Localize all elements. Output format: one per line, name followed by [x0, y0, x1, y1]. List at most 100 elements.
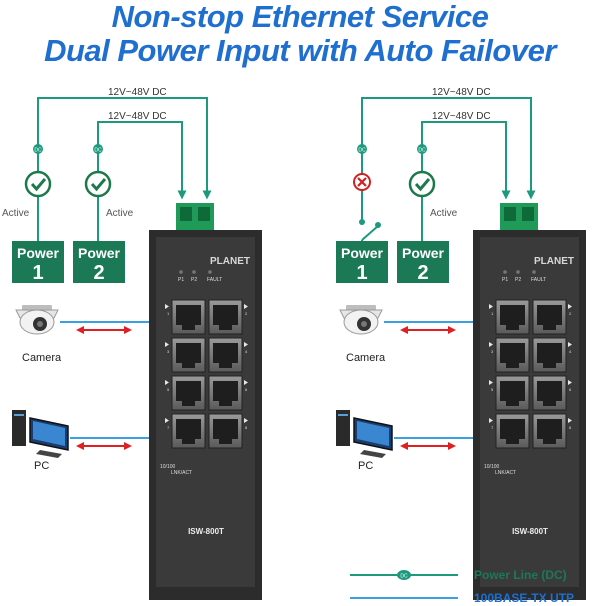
- lnk-act-label: LNK/ACT: [495, 470, 516, 476]
- svg-text:P1: P1: [178, 277, 184, 283]
- rj45-port: 5: [165, 375, 206, 411]
- pc-label: PC: [358, 460, 373, 472]
- port-led: [165, 304, 169, 309]
- port-led: [489, 418, 493, 423]
- led-fault: FAULT: [531, 270, 546, 283]
- rj45-port: 5: [489, 375, 530, 411]
- scenario-both-active: 12V~48V DC 12V~48V DC DC DC Active Activ: [2, 87, 262, 600]
- rj45-port: 3: [165, 337, 206, 373]
- check-circle-icon: [24, 170, 52, 198]
- port-grid: 1 2 3 4 5 6 7 8: [165, 299, 248, 449]
- pc-icon: [336, 410, 393, 458]
- switch-device: PLANET ISW-800T 10/100 LNK/ACT P1 P2 FAULT…: [149, 203, 262, 600]
- camera-label: Camera: [346, 352, 386, 364]
- rj45-port: 3: [489, 337, 530, 373]
- port-led: [244, 342, 248, 347]
- rj45-port: 8: [532, 413, 572, 449]
- svg-text:2: 2: [417, 262, 428, 284]
- rj45-port: 1: [165, 299, 206, 335]
- brand-logo: PLANET: [210, 256, 250, 267]
- voltage-label: 12V~48V DC: [432, 87, 491, 98]
- switch-model-label: ISW-800T: [188, 527, 224, 536]
- switch-contact: [359, 219, 365, 225]
- led-p2: P2: [191, 270, 197, 283]
- port-led: [489, 380, 493, 385]
- port-led: [489, 304, 493, 309]
- port-number: 4: [245, 349, 248, 354]
- port-led: [568, 380, 572, 385]
- speed-label: 10/100: [484, 464, 500, 470]
- switch-contact: [375, 222, 381, 228]
- svg-text:DC: DC: [94, 148, 102, 154]
- scenario-failover: 12V~48V DC 12V~48V DC DC DC Active: [336, 87, 586, 600]
- port-led: [568, 418, 572, 423]
- port-number: 2: [569, 311, 572, 316]
- port-led: [244, 418, 248, 423]
- title-line-1: Non-stop Ethernet Service: [111, 0, 489, 34]
- port-number: 1: [167, 311, 170, 316]
- rj45-port: 4: [208, 337, 248, 373]
- port-led: [165, 342, 169, 347]
- port-number: 6: [245, 387, 248, 392]
- svg-text:P2: P2: [191, 277, 197, 283]
- pc-label: PC: [34, 460, 49, 472]
- port-number: 8: [245, 425, 248, 430]
- dc-badge: DC: [93, 144, 103, 154]
- port-led: [244, 304, 248, 309]
- port-led: [165, 380, 169, 385]
- port-led: [568, 304, 572, 309]
- svg-text:FAULT: FAULT: [531, 277, 546, 283]
- power-2-box: Power 2: [397, 241, 449, 284]
- led-p1: P1: [178, 270, 184, 283]
- rj45-port: 7: [165, 413, 206, 449]
- svg-text:1: 1: [32, 262, 43, 284]
- camera-label: Camera: [22, 352, 62, 364]
- port-number: 8: [569, 425, 572, 430]
- legend-power-line: DC Power Line (DC): [350, 568, 567, 582]
- check-circle-icon: [408, 170, 436, 198]
- rj45-port: 1: [489, 299, 530, 335]
- svg-text:Power: Power: [78, 245, 121, 261]
- port-number: 7: [491, 425, 494, 430]
- rj45-port: 4: [532, 337, 572, 373]
- speed-label: 10/100: [160, 464, 176, 470]
- svg-text:Power: Power: [402, 245, 445, 261]
- svg-text:1: 1: [356, 262, 367, 284]
- svg-text:DC: DC: [418, 148, 426, 154]
- led-row: P1 P2 FAULT: [178, 270, 222, 283]
- port-number: 1: [491, 311, 494, 316]
- port-number: 6: [569, 387, 572, 392]
- power-2-box: Power 2: [73, 241, 125, 284]
- voltage-label: 12V~48V DC: [108, 111, 167, 122]
- svg-text:2: 2: [93, 262, 104, 284]
- svg-text:DC: DC: [34, 148, 42, 154]
- voltage-label: 12V~48V DC: [432, 111, 491, 122]
- power-1-box: Power 1: [12, 241, 64, 284]
- lnk-act-label: LNK/ACT: [171, 470, 192, 476]
- port-number: 2: [245, 311, 248, 316]
- legend-utp-label: 100BASE-TX UTP: [474, 591, 574, 605]
- svg-text:FAULT: FAULT: [207, 277, 222, 283]
- rj45-port: 2: [208, 299, 248, 335]
- open-switch-lever: [361, 225, 379, 241]
- fail-x-icon: [353, 173, 371, 191]
- rj45-port: 7: [489, 413, 530, 449]
- switch-model-label: ISW-800T: [512, 527, 548, 536]
- title-line-2: Dual Power Input with Auto Failover: [44, 33, 556, 68]
- svg-text:P1: P1: [502, 277, 508, 283]
- legend-power-label: Power Line (DC): [474, 568, 567, 582]
- power-line-1: [361, 97, 536, 222]
- camera-icon: [15, 305, 59, 335]
- dc-badge: DC: [357, 144, 367, 154]
- rj45-port: 6: [208, 375, 248, 411]
- status-active: Active: [430, 208, 458, 219]
- led-p2: P2: [515, 270, 521, 283]
- port-led: [489, 342, 493, 347]
- rj45-port: 8: [208, 413, 248, 449]
- svg-text:Power: Power: [341, 245, 384, 261]
- power-1-box: Power 1: [336, 241, 388, 284]
- svg-text:Power: Power: [17, 245, 60, 261]
